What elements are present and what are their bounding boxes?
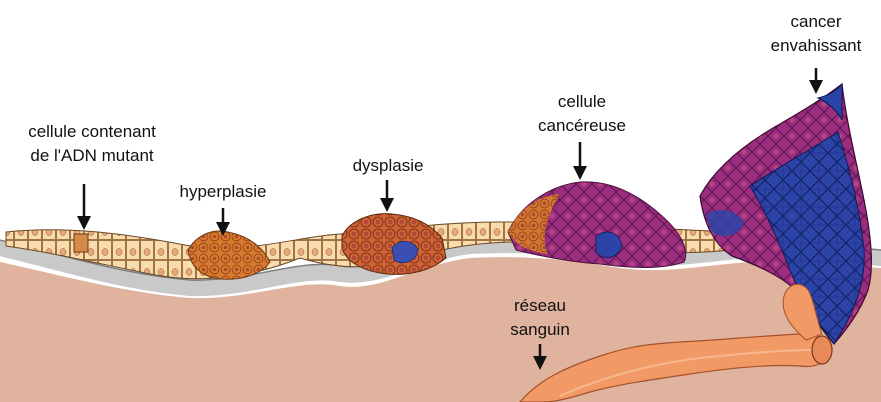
- arrow-dysplasia: [380, 180, 394, 212]
- arrow-cancer-cell: [573, 142, 587, 180]
- label-invasive-cancer: cancer envahissant: [754, 10, 878, 58]
- arrow-invasive-cancer: [809, 68, 823, 94]
- label-mutant-cell: cellule contenant de l'ADN mutant: [4, 120, 180, 168]
- vessel-opening: [812, 336, 832, 364]
- hyperplasia-mass: [188, 231, 270, 279]
- dysplasia-mass: [342, 214, 446, 275]
- label-blood-network: réseau sanguin: [494, 294, 586, 342]
- label-hyperplasia: hyperplasie: [160, 180, 286, 204]
- mutant-cell: [74, 234, 88, 252]
- label-cancer-cell: cellule cancéreuse: [530, 90, 634, 138]
- label-dysplasia: dysplasie: [336, 154, 440, 178]
- arrow-mutant-cell: [77, 184, 91, 230]
